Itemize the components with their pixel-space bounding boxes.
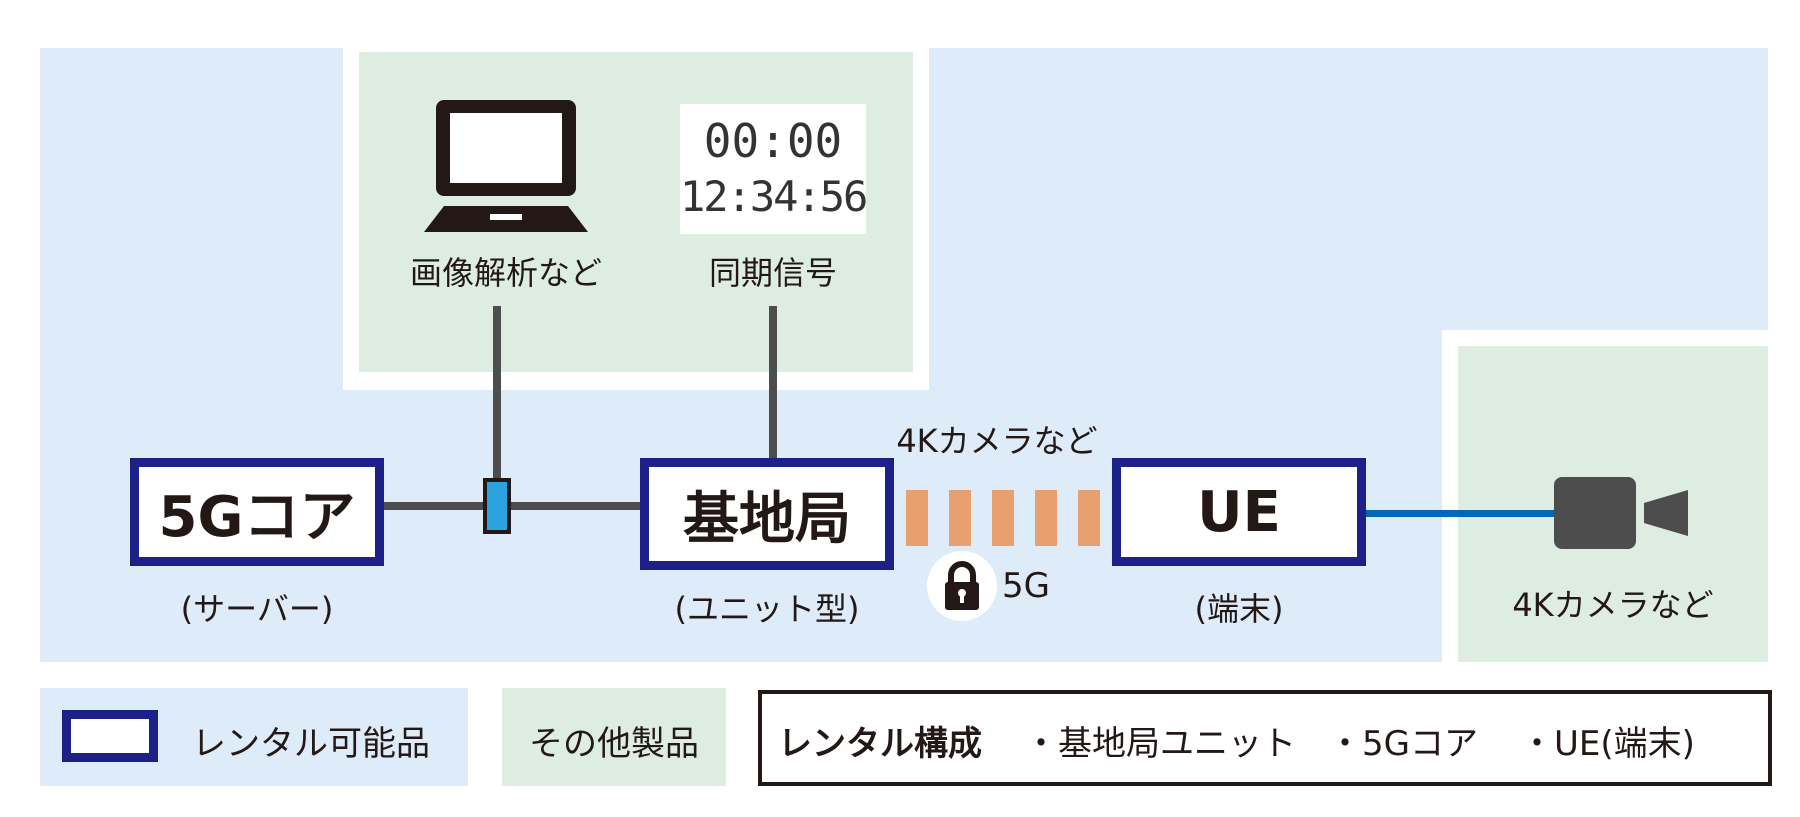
clock-label: 同期信号 — [708, 254, 837, 292]
ue-node: UE — [1112, 458, 1366, 566]
core-station-wire — [382, 502, 644, 510]
ue-sub: (端末) — [1194, 590, 1284, 628]
station-node: 基地局 — [640, 458, 894, 570]
config-title: レンタル構成 — [778, 724, 982, 764]
rental-config-box — [758, 690, 1772, 786]
core-sub: (サーバー) — [180, 590, 334, 628]
link-top-label: 4Kカメラなど — [896, 422, 1098, 460]
config-item: ・5Gコア — [1328, 724, 1478, 764]
legend-other-label: その他製品 — [529, 724, 699, 764]
legend-rental-swatch — [62, 710, 158, 762]
clock-line1: 00:00 — [703, 114, 843, 168]
core-title: 5Gコア — [158, 484, 356, 550]
core-node: 5Gコア — [130, 458, 384, 566]
radio-dash — [906, 490, 928, 546]
station-sub: (ユニット型) — [674, 590, 860, 628]
clock-icon: 00:00 12:34:56 — [680, 104, 868, 234]
station-title: 基地局 — [683, 486, 851, 552]
laptop-icon — [420, 100, 592, 232]
radio-dash — [992, 490, 1014, 546]
laptop-label: 画像解析など — [409, 254, 602, 292]
radio-dash — [1078, 490, 1100, 546]
radio-dash — [1035, 490, 1057, 546]
camera-link — [1366, 510, 1558, 517]
clock-wire — [769, 306, 777, 462]
band-label: 5G — [1002, 566, 1050, 606]
camera-label: 4Kカメラなど — [1512, 586, 1714, 624]
radio-dash — [949, 490, 971, 546]
laptop-wire — [493, 306, 501, 504]
camera-icon — [1554, 477, 1690, 549]
switch-hub — [483, 478, 511, 534]
config-item: ・UE(端末) — [1520, 724, 1695, 764]
clock-line2: 12:34:56 — [680, 172, 868, 221]
lock-icon — [927, 551, 997, 621]
ue-title: UE — [1197, 479, 1281, 545]
legend-rental-label: レンタル可能品 — [192, 724, 430, 764]
legend-other — [502, 688, 726, 786]
config-item: ・基地局ユニット — [1024, 724, 1296, 764]
